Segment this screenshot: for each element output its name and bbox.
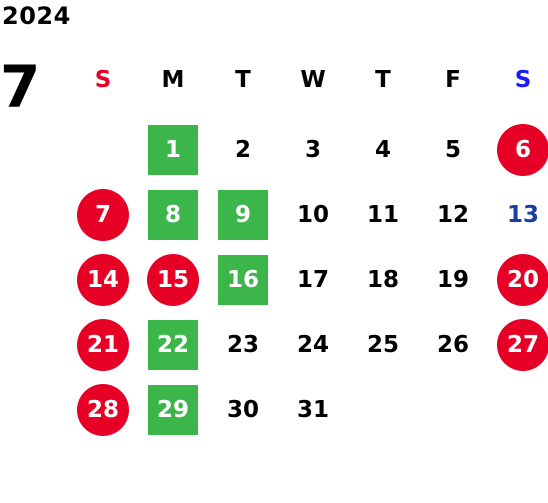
day-number: 9 — [218, 190, 268, 240]
weekday-header: W — [300, 67, 326, 93]
day-cell[interactable]: 8 — [138, 185, 208, 245]
day-cell[interactable]: 20 — [488, 250, 548, 310]
weekday-header: S — [94, 67, 112, 93]
day-cell[interactable]: 9 — [208, 185, 278, 245]
month-number: 7 — [0, 53, 41, 121]
day-cell[interactable]: 7 — [68, 185, 138, 245]
day-number: 12 — [436, 202, 469, 228]
day-number: 7 — [77, 189, 129, 241]
day-cell[interactable]: 11 — [348, 185, 418, 245]
day-number: 30 — [226, 397, 259, 423]
day-cell[interactable]: 29 — [138, 380, 208, 440]
day-cell[interactable]: 4 — [348, 120, 418, 180]
day-number: 14 — [77, 254, 129, 306]
weekday-header: T — [235, 67, 251, 93]
weekday-header: T — [375, 67, 391, 93]
day-number: 26 — [436, 332, 469, 358]
day-cell[interactable]: 19 — [418, 250, 488, 310]
day-cell[interactable]: 15 — [138, 250, 208, 310]
day-cell[interactable]: 5 — [418, 120, 488, 180]
day-cell[interactable]: 24 — [278, 315, 348, 375]
day-number: 17 — [296, 267, 329, 293]
day-cell[interactable]: 21 — [68, 315, 138, 375]
day-number: 2 — [234, 137, 251, 163]
day-number: 31 — [296, 397, 329, 423]
day-cell[interactable]: 14 — [68, 250, 138, 310]
day-cell[interactable]: 2 — [208, 120, 278, 180]
day-number: 21 — [77, 319, 129, 371]
day-number: 16 — [218, 255, 268, 305]
day-cell[interactable]: 31 — [278, 380, 348, 440]
day-cell[interactable]: 28 — [68, 380, 138, 440]
day-cell[interactable]: 16 — [208, 250, 278, 310]
day-number: 20 — [497, 254, 548, 306]
day-number: 27 — [497, 319, 548, 371]
day-cell[interactable]: 3 — [278, 120, 348, 180]
day-cell[interactable]: 27 — [488, 315, 548, 375]
day-number: 6 — [497, 124, 548, 176]
day-number: 25 — [366, 332, 399, 358]
day-number: 3 — [304, 137, 321, 163]
day-cell[interactable]: 23 — [208, 315, 278, 375]
day-cell[interactable]: 10 — [278, 185, 348, 245]
day-cell[interactable]: 17 — [278, 250, 348, 310]
day-number: 10 — [296, 202, 329, 228]
day-cell[interactable]: 12 — [418, 185, 488, 245]
day-number: 28 — [77, 384, 129, 436]
day-number: 24 — [296, 332, 329, 358]
day-cell[interactable]: 26 — [418, 315, 488, 375]
day-number: 22 — [148, 320, 198, 370]
day-number: 5 — [444, 137, 461, 163]
day-number: 15 — [147, 254, 199, 306]
weekday-header: F — [445, 67, 461, 93]
day-number: 23 — [226, 332, 259, 358]
day-cell[interactable]: 13 — [488, 185, 548, 245]
day-cell[interactable]: 30 — [208, 380, 278, 440]
day-cell[interactable]: 18 — [348, 250, 418, 310]
weekday-header: M — [161, 67, 185, 93]
weekday-header: S — [514, 67, 532, 93]
day-number: 29 — [148, 385, 198, 435]
day-number: 8 — [148, 190, 198, 240]
day-number: 19 — [436, 267, 469, 293]
day-number: 18 — [366, 267, 399, 293]
day-number: 13 — [506, 202, 539, 228]
day-number: 11 — [366, 202, 399, 228]
day-cell[interactable]: 6 — [488, 120, 548, 180]
day-cell[interactable]: 1 — [138, 120, 208, 180]
day-cell[interactable]: 22 — [138, 315, 208, 375]
day-cell[interactable]: 25 — [348, 315, 418, 375]
day-number: 1 — [148, 125, 198, 175]
year-label: 2024 — [2, 2, 71, 30]
day-number: 4 — [374, 137, 391, 163]
